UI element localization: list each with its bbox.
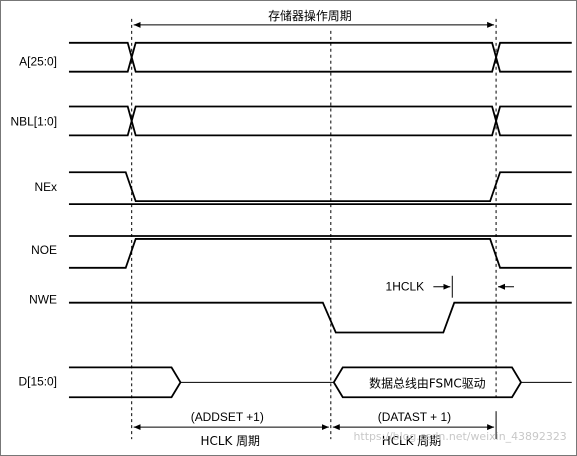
waveform-addr-upper [68, 41, 572, 73]
signal-label-noe: NOE [31, 243, 57, 257]
data-driven-label: 数据总线由FSMC驱动 [369, 375, 485, 390]
datast-label: (DATAST + 1) [378, 410, 451, 424]
waveform-addr-lower [68, 41, 572, 73]
signal-label-data: D[15:0] [19, 374, 58, 388]
signal-label-nbl: NBL[1:0] [11, 114, 57, 128]
title-bg [245, 6, 375, 23]
waveform-nex [68, 171, 572, 203]
datast-unit: HCLK 周期 [382, 434, 442, 448]
watermark: https://blog.csdn.net/weixin_43892323 [353, 430, 566, 443]
signal-label-addr: A[25:0] [19, 55, 57, 69]
waveform-nbl-lower [68, 105, 572, 137]
signal-label-nwe: NWE [29, 293, 57, 307]
waveform-nwe [68, 301, 572, 334]
waveform-data-pre [68, 366, 182, 399]
hclk-gap-label: 1HCLK [386, 280, 425, 294]
waveform-noe [68, 238, 572, 269]
addset-unit: HCLK 周期 [201, 434, 261, 448]
addset-label: (ADDSET +1) [191, 410, 264, 424]
waveform-nbl-upper [68, 105, 572, 137]
cycle-title: 存储器操作周期 [268, 8, 352, 23]
signal-label-nex: NEx [34, 180, 57, 194]
